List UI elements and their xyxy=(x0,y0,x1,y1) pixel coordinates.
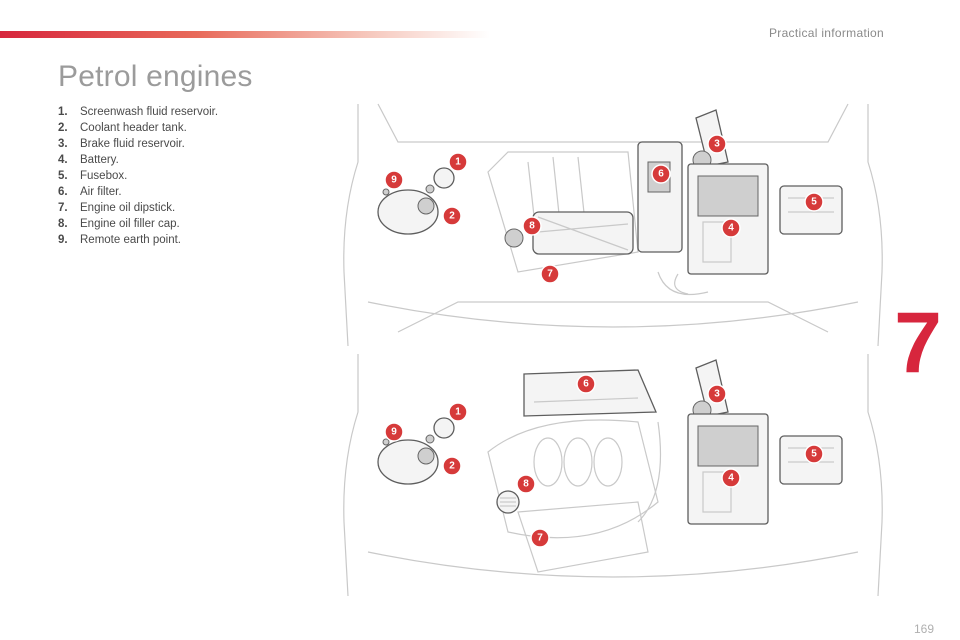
svg-text:4: 4 xyxy=(728,223,734,234)
oil-filler-cap xyxy=(496,490,520,514)
legend-item: 8.Engine oil filler cap. xyxy=(58,218,180,230)
callout-badge: 5 xyxy=(804,192,824,212)
legend-item: 4.Battery. xyxy=(58,154,119,166)
svg-text:2: 2 xyxy=(449,461,455,472)
legend-item: 1.Screenwash fluid reservoir. xyxy=(58,106,219,118)
svg-text:9: 9 xyxy=(391,427,397,438)
callout-badge: 4 xyxy=(721,218,741,238)
callout-badge: 8 xyxy=(522,216,542,236)
callout-badge: 3 xyxy=(707,134,727,154)
engine-bay-diagram-top: 1 2 3 4 5 6 7 8 9 xyxy=(343,103,883,347)
svg-text:7: 7 xyxy=(547,269,553,280)
callout-badge: 3 xyxy=(707,384,727,404)
callout-badge: 7 xyxy=(540,264,560,284)
air-filter-housing xyxy=(637,141,683,253)
section-label: Practical information xyxy=(768,26,884,40)
callout-badge: 1 xyxy=(448,402,468,422)
svg-text:5: 5 xyxy=(811,449,817,460)
svg-text:8: 8 xyxy=(529,221,535,232)
legend-item: 9.Remote earth point. xyxy=(58,234,182,246)
callout-badge: 2 xyxy=(442,206,462,226)
engine-bay-diagram-bottom: 1 2 3 4 5 6 7 8 9 xyxy=(343,354,883,597)
legend-item: 6.Air filter. xyxy=(58,186,122,198)
callout-badge: 1 xyxy=(448,152,468,172)
legend-item: 5.Fusebox. xyxy=(58,170,128,182)
svg-text:3: 3 xyxy=(714,389,720,400)
callout-badge: 4 xyxy=(721,468,741,488)
legend-item: 2.Coolant header tank. xyxy=(58,122,187,134)
callout-badge: 6 xyxy=(651,164,671,184)
svg-text:6: 6 xyxy=(658,169,664,180)
chapter-number: 7 xyxy=(894,295,942,391)
washer-reservoir xyxy=(377,417,455,485)
callout-badge: 2 xyxy=(442,456,462,476)
intake-manifold xyxy=(504,211,634,255)
legend-item: 3.Brake fluid reservoir. xyxy=(58,138,185,150)
legend-item: 7.Engine oil dipstick. xyxy=(58,202,176,214)
callout-badge: 9 xyxy=(384,422,404,442)
intake-hose xyxy=(674,273,689,295)
callout-badge: 6 xyxy=(576,374,596,394)
svg-text:5: 5 xyxy=(811,197,817,208)
callout-badge: 9 xyxy=(384,170,404,190)
svg-text:4: 4 xyxy=(728,473,734,484)
page-number: 169 xyxy=(913,622,934,636)
callout-badge: 8 xyxy=(516,474,536,494)
engine-cover xyxy=(523,369,657,417)
svg-text:9: 9 xyxy=(391,175,397,186)
svg-text:8: 8 xyxy=(523,479,529,490)
svg-text:2: 2 xyxy=(449,211,455,222)
engine-bay-outline xyxy=(343,354,883,597)
header-accent-bar xyxy=(0,31,490,38)
svg-text:7: 7 xyxy=(537,533,543,544)
svg-text:1: 1 xyxy=(455,407,461,418)
svg-text:1: 1 xyxy=(455,157,461,168)
callout-badge: 5 xyxy=(804,444,824,464)
washer-reservoir xyxy=(377,167,455,235)
callout-badge: 7 xyxy=(530,528,550,548)
engine-bay-outline xyxy=(343,103,883,347)
svg-text:6: 6 xyxy=(583,379,589,390)
svg-text:3: 3 xyxy=(714,139,720,150)
page-title: Petrol engines xyxy=(58,60,253,93)
component-legend: 1.Screenwash fluid reservoir. 2.Coolant … xyxy=(58,104,218,248)
